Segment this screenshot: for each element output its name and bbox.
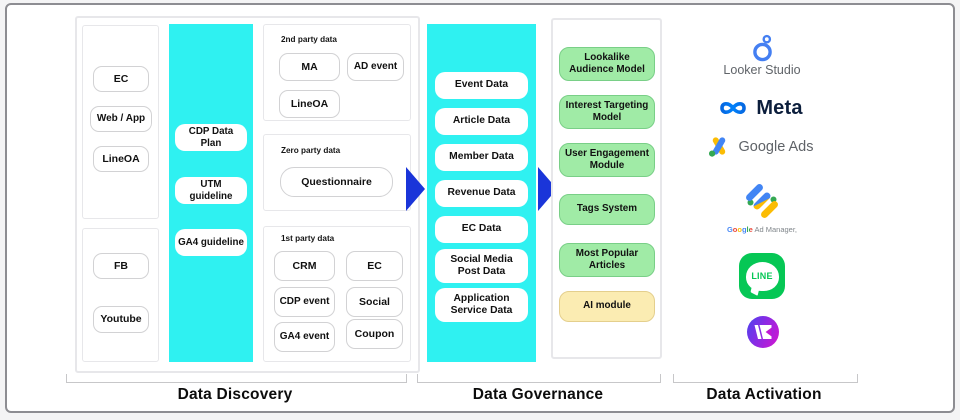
gam-rest-word: Ad Manager, [752,225,798,234]
data-type-member: Member Data [435,144,528,171]
activation-bracket [673,374,858,383]
first-party-social: Social [346,287,403,317]
first-party-ga4-event: GA4 event [274,322,335,352]
second-party-ma: MA [279,53,340,81]
first-party-label: 1st party data [281,234,335,243]
purple-w-logo [747,316,779,348]
guideline-ga4: GA4 guideline [175,229,247,256]
second-party-lineoa: LineOA [279,90,340,118]
section-title-data-activation: Data Activation [706,386,822,403]
guideline-cdp-data-plan: CDP Data Plan [175,124,247,151]
google-ads-logo: Google Ads [685,133,835,161]
discovery-bracket [66,374,407,383]
section-title-data-discovery: Data Discovery [177,386,293,403]
first-party-ec: EC [346,251,403,281]
module-most-popular-articles: Most Popular Articles [559,243,655,277]
google-ads-icon [708,137,725,157]
guideline-utm: UTM guideline [175,177,247,204]
flow-arrow-discovery-to-governance [406,167,425,211]
meta-logo: Meta [700,93,820,123]
data-type-social-media-post: Social Media Post Data [435,249,528,283]
meta-infinity-icon [720,102,747,114]
first-party-crm: CRM [274,251,335,281]
looker-studio-icon [753,34,772,62]
source-fb: FB [93,253,149,279]
data-type-application-service: Application Service Data [435,288,528,322]
section-title-data-governance: Data Governance [472,386,604,403]
source-web-app: Web / App [90,106,152,132]
module-lookalike-audience: Lookalike Audience Model [559,47,655,81]
module-ai: AI module [559,291,655,322]
zero-party-label: Zero party data [281,146,341,155]
line-wordmark: LINE [751,271,773,281]
purple-w-glyph [754,325,772,339]
source-ec: EC [93,66,149,92]
line-bubble: LINE [745,261,779,291]
second-party-ad-event: AD event [347,53,404,81]
source-lineoa: LineOA [93,146,149,172]
first-party-cdp-event: CDP event [274,287,335,317]
data-type-revenue: Revenue Data [435,180,528,207]
second-party-label: 2nd party data [281,35,337,44]
data-type-ec: EC Data [435,216,528,243]
looker-studio-label: Looker Studio [723,63,801,77]
meta-wordmark: Meta [756,96,803,119]
module-tags-system: Tags System [559,194,655,225]
data-type-article: Article Data [435,108,528,135]
zero-party-questionnaire: Questionnaire [280,167,393,197]
source-youtube: Youtube [93,306,149,333]
google-ads-wordmark: Google Ads [738,139,814,155]
governance-bracket [417,374,661,383]
module-interest-targeting: Interest Targeting Model [559,95,655,129]
google-ad-manager-label: Google Ad Manager, [682,225,842,234]
google-ad-manager-icon [746,184,778,218]
gam-google-word: Google [726,225,753,234]
module-user-engagement: User Engagement Module [559,143,655,177]
first-party-coupon: Coupon [346,319,403,349]
sources-bottom-group [82,228,159,362]
data-type-event: Event Data [435,72,528,99]
line-icon: LINE [739,253,785,299]
